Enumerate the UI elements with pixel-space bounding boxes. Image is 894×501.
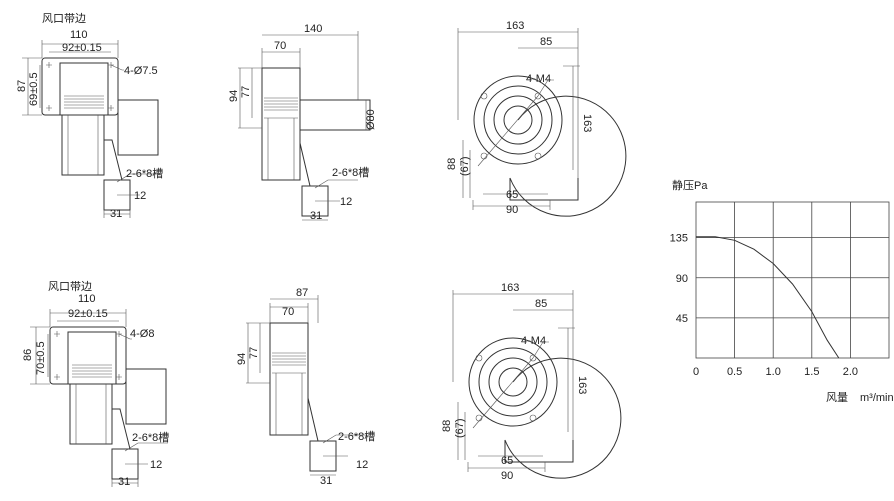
bottom-back-view: 163 85 4-M4 163 88 (67) 65 90 [441, 282, 622, 482]
dim-inner: 77 [240, 86, 252, 98]
bottom-side-view: 87 70 94 77 2-6*8槽 12 31 [236, 287, 375, 487]
dim-slot: 2-6*8槽 [332, 166, 369, 179]
dim-height: 163 [576, 376, 588, 394]
dim-left-h: 88 [441, 420, 453, 432]
bottom-front-view: 风口带边 110 92±0.15 4-Ø8 86 70±0.5 2-6*8槽 1… [22, 280, 169, 488]
dim-height: 163 [581, 114, 593, 132]
top-front-view: 风口带边 110 92±0.15 4-Ø7.5 87 69±0.5 2-6*8槽… [16, 12, 163, 220]
dim-body: 70 [282, 306, 294, 318]
dim-base: 90 [506, 204, 518, 216]
dim-height: 86 [22, 349, 34, 361]
y-axis-label: 静压Pa [672, 178, 708, 192]
dim-length: 87 [296, 287, 308, 299]
x-tick-label: 1.5 [804, 366, 819, 378]
dim-body: 70 [274, 40, 286, 52]
dim-width: 163 [506, 20, 524, 32]
x-axis-unit: m³/min [860, 392, 894, 404]
dim-foot-w: 31 [310, 210, 322, 222]
plot-frame [695, 201, 890, 359]
label: 风口带边 [48, 280, 92, 293]
pq-chart: 静压Pa 风量 m³/min 0 0.5 1.0 1.5 2.0 45 90 135 [670, 178, 894, 404]
x-tick-label: 2.0 [843, 366, 858, 378]
y-tick-label: 45 [676, 313, 688, 325]
top-side-view: 140 70 94 77 Ø80 2-6*8槽 12 31 [228, 23, 377, 222]
y-tick-label: 135 [670, 233, 688, 245]
dim-height: 94 [236, 353, 248, 365]
dim-threads: 4-M4 [521, 335, 546, 347]
x-tick-label: 0 [693, 366, 699, 378]
dim-foot-w: 31 [110, 208, 122, 220]
dim-hole-pitch-v: 69±0.5 [28, 72, 40, 106]
x-tick-label: 1.0 [766, 366, 781, 378]
dim-pitch: 65 [506, 189, 518, 201]
y-tick-label: 90 [676, 273, 688, 285]
x-axis-label: 风量 [826, 391, 848, 404]
top-back-view: 163 85 4-M4 163 88 (67) 65 90 [446, 20, 627, 217]
dim-width: 110 [78, 293, 96, 305]
dim-left-h: 88 [446, 158, 458, 170]
dim-holes: 4-Ø7.5 [124, 65, 158, 77]
dim-inner: 77 [248, 347, 260, 359]
dim-foot-w: 31 [118, 476, 130, 488]
dim-diameter: Ø80 [365, 109, 377, 130]
label: 风口带边 [42, 12, 86, 25]
dim-foot-h: 12 [340, 196, 352, 208]
dim-pitch: 65 [501, 455, 513, 467]
x-tick-label: 0.5 [727, 366, 742, 378]
dim-length: 140 [304, 23, 322, 35]
dim-offset: 85 [540, 36, 552, 48]
dim-hole-pitch-v: 70±0.5 [35, 341, 47, 375]
dim-left-h2: (67) [454, 418, 466, 438]
dim-holes: 4-Ø8 [130, 328, 154, 340]
dim-hole-pitch: 92±0.15 [62, 42, 102, 54]
dim-foot-h: 12 [150, 459, 162, 471]
dim-width: 110 [70, 29, 88, 41]
series-line [696, 236, 840, 359]
dim-foot-h: 12 [356, 459, 368, 471]
dim-height: 87 [16, 80, 28, 92]
dim-hole-pitch: 92±0.15 [68, 308, 108, 320]
dim-foot-h: 12 [134, 190, 146, 202]
dim-threads: 4-M4 [526, 73, 551, 85]
dim-slot: 2-6*8槽 [338, 430, 375, 443]
dim-width: 163 [501, 282, 519, 294]
dim-left-h2: (67) [459, 156, 471, 176]
dim-height: 94 [228, 90, 240, 102]
dim-offset: 85 [535, 298, 547, 310]
dim-slot: 2-6*8槽 [132, 431, 169, 444]
dim-slot: 2-6*8槽 [126, 167, 163, 180]
dim-base: 90 [501, 470, 513, 482]
dim-foot-w: 31 [320, 475, 332, 487]
